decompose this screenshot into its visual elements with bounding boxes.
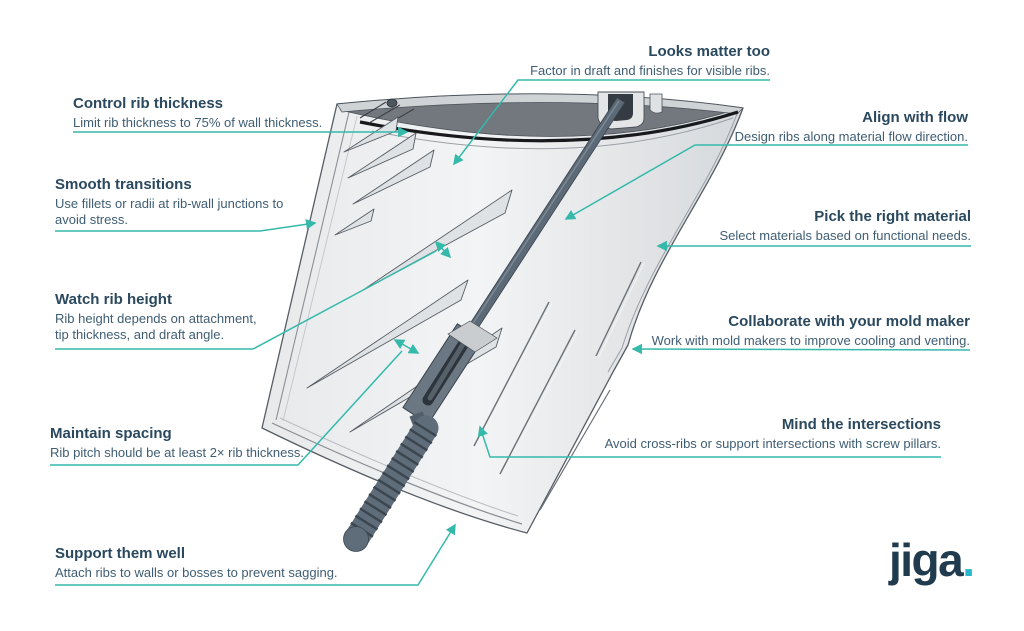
- rib-gusset: [334, 208, 375, 236]
- leader-align-with-flow: [564, 144, 968, 220]
- callout-smooth-transitions: Smooth transitions Use fillets or radii …: [55, 176, 313, 227]
- left-wall-inner-edge: [275, 111, 350, 421]
- screw-thread: [343, 411, 439, 552]
- callout-control-rib-thickness: Control rib thickness Limit rib thicknes…: [73, 95, 322, 131]
- part-3d-model: [261, 91, 744, 552]
- leader-watch-rib-height: [55, 250, 437, 350]
- callout-maintain-spacing: Maintain spacing Rib pitch should be at …: [50, 425, 304, 461]
- rib-gusset: [352, 149, 435, 205]
- jiga-logo: jiga.: [889, 534, 975, 586]
- callout-body: Use fillets or radii at rib-wall junctio…: [55, 196, 284, 227]
- leader-support-them-well: [55, 523, 456, 586]
- leader-maintain-spacing: [50, 350, 403, 466]
- callout-body: Factor in draft and finishes for visible…: [530, 63, 770, 78]
- callout-body: Rib pitch should be at least 2× rib thic…: [50, 445, 305, 460]
- callout-body: Limit rib thickness to 75% of wall thick…: [73, 115, 323, 130]
- callout-pick-the-right-material: Pick the right material Select materials…: [720, 208, 972, 244]
- callout-title: Support them well: [55, 545, 186, 562]
- screw-shaft-highlight: [467, 100, 620, 332]
- callout-title: Align with flow: [862, 109, 968, 126]
- leader-looks-matter-too: [453, 79, 770, 166]
- leader-smooth-transitions: [55, 219, 317, 232]
- callout-title: Control rib thickness: [73, 95, 224, 112]
- right-wall-inner-edge: [607, 113, 738, 373]
- corner-screw-head: [386, 98, 398, 108]
- callout-title: Looks matter too: [648, 43, 770, 60]
- callout-title: Watch rib height: [55, 291, 172, 308]
- callout-body: Work with mold makers to improve cooling…: [651, 333, 970, 348]
- leader-collaborate-mold-maker: [631, 343, 971, 355]
- rim-inner-highlight-arc: [371, 117, 734, 150]
- callout-align-with-flow: Align with flow Design ribs along materi…: [735, 109, 968, 145]
- rim-inner-black-arc: [359, 110, 739, 143]
- callout-title: Mind the intersections: [781, 416, 941, 433]
- callout-body: Avoid cross-ribs or support intersection…: [604, 436, 941, 451]
- flow-direction-ribs: [473, 261, 645, 511]
- callout-support-them-well: Support them well Attach ribs to walls o…: [55, 545, 338, 581]
- boss-bracket: [447, 320, 498, 353]
- rib-gusset: [306, 279, 469, 389]
- rim-notch-slot2: [649, 93, 663, 114]
- measure-arrow-rib-height: [434, 240, 452, 259]
- callout-looks-matter-too: Looks matter too Factor in draft and fin…: [530, 43, 770, 79]
- screw-boss-slot-inner: [427, 338, 468, 401]
- callout-body: Rib height depends on attachment, tip th…: [55, 311, 257, 342]
- measure-arrow-rib-pitch: [393, 339, 420, 354]
- callout-mind-the-intersections: Mind the intersections Avoid cross-ribs …: [605, 416, 941, 452]
- callout-body: Attach ribs to walls or bosses to preven…: [55, 565, 338, 580]
- rib-gusset: [347, 132, 417, 179]
- jiga-logo-text: jiga: [889, 534, 964, 586]
- callout-body: Design ribs along material flow directio…: [734, 129, 968, 144]
- callout-title: Maintain spacing: [50, 425, 172, 442]
- leader-mind-the-intersections: [477, 425, 941, 458]
- callout-collaborate-with-your-mold-maker: Collaborate with your mold maker Work wi…: [652, 313, 970, 349]
- bottom-rim-inner-edge2: [279, 417, 519, 517]
- callout-title: Collaborate with your mold maker: [728, 313, 970, 330]
- callout-body: Select materials based on functional nee…: [719, 228, 972, 243]
- leader-lines: [50, 79, 971, 586]
- rib-gusset: [343, 116, 399, 153]
- jiga-logo-dot: .: [962, 534, 975, 586]
- callout-title: Smooth transitions: [55, 176, 192, 193]
- left-wall-inner-edge2: [282, 115, 358, 422]
- callout-watch-rib-height: Watch rib height Rib height depends on a…: [55, 291, 267, 342]
- bottom-rim-inner-edge: [271, 422, 523, 525]
- callout-title: Pick the right material: [814, 208, 971, 225]
